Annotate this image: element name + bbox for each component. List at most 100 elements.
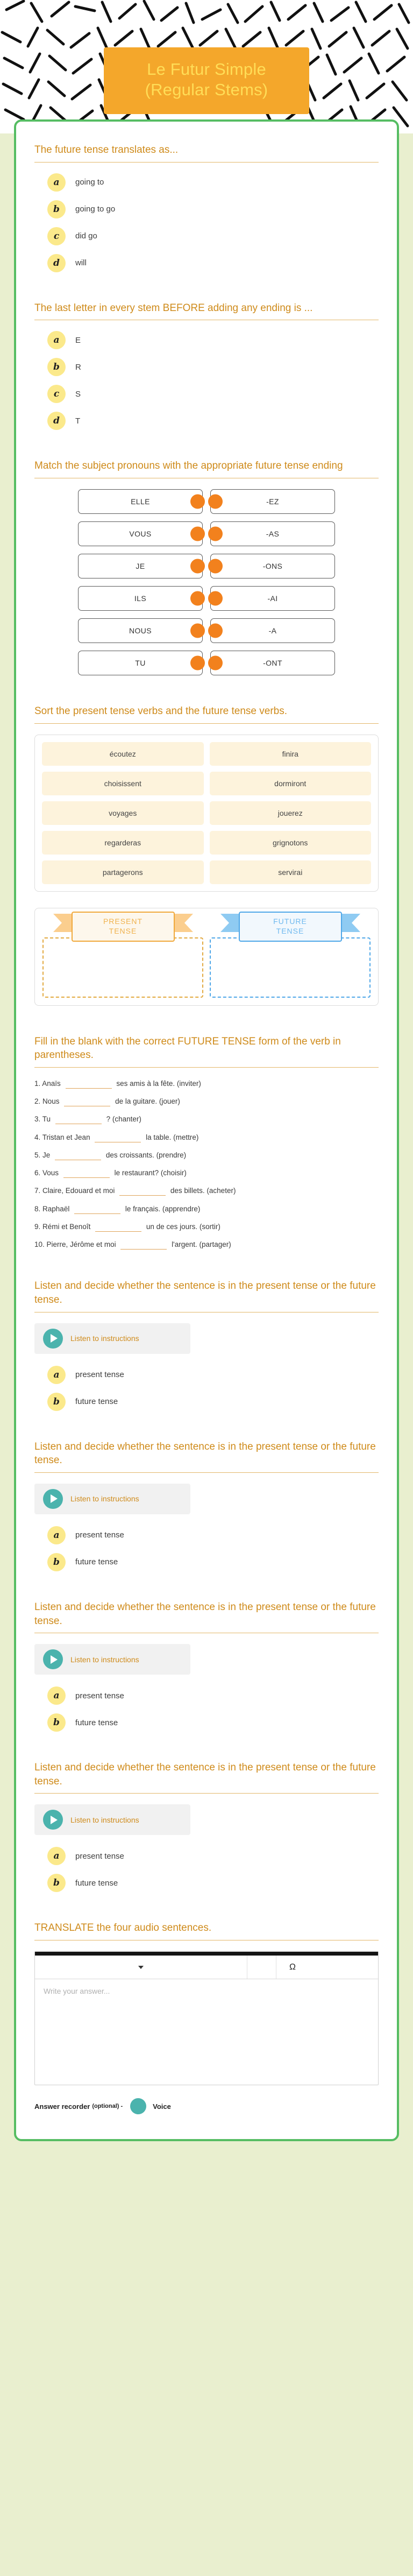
blank-input[interactable] [119, 1188, 166, 1196]
option-letter-bubble[interactable]: b [47, 1552, 66, 1571]
option-row[interactable]: d will [47, 253, 379, 272]
match-connector-knob[interactable] [208, 623, 223, 638]
chevron-down-icon[interactable] [138, 1965, 144, 1969]
item-suffix: des billets. (acheter) [170, 1187, 236, 1195]
blank-input[interactable] [64, 1098, 111, 1107]
match-left-box[interactable]: ELLE [78, 489, 205, 514]
option-row[interactable]: a present tense [47, 1686, 379, 1705]
match-left-box[interactable]: TU [78, 650, 205, 675]
match-left-box[interactable]: JE [78, 553, 205, 578]
sort-tile[interactable]: jouerez [209, 801, 371, 825]
option-letter-bubble[interactable]: a [47, 1686, 66, 1705]
match-right-box[interactable]: -AS [208, 521, 335, 546]
blank-input[interactable] [74, 1206, 121, 1214]
match-left-box[interactable]: VOUS [78, 521, 205, 546]
match-right-box[interactable]: -ONS [208, 553, 335, 578]
sort-tile[interactable]: grignotons [209, 830, 371, 855]
match-connector-knob[interactable] [208, 591, 223, 606]
match-connector-knob[interactable] [190, 494, 205, 509]
match-connector-knob[interactable] [208, 559, 223, 574]
option-letter-bubble[interactable]: c [47, 227, 66, 245]
play-icon[interactable] [43, 1649, 63, 1670]
match-connector-knob[interactable] [208, 494, 223, 509]
sort-tile[interactable]: écoutez [42, 742, 204, 766]
listen-to-instructions-button[interactable]: Listen to instructions [34, 1483, 190, 1514]
sort-tile[interactable]: choisissent [42, 771, 204, 795]
dropzone-present[interactable] [42, 937, 203, 998]
sort-tile[interactable]: dormiront [209, 771, 371, 795]
item-prefix: Tristan et Jean [42, 1133, 90, 1141]
sort-tile[interactable]: finira [209, 742, 371, 766]
question-5-prompt: Fill in the blank with the correct FUTUR… [34, 1035, 341, 1061]
option-letter-bubble[interactable]: d [47, 253, 66, 272]
match-connector-knob[interactable] [190, 591, 205, 606]
match-right-box[interactable]: -ONT [208, 650, 335, 675]
option-row[interactable]: b future tense [47, 1713, 379, 1732]
match-connector-knob[interactable] [190, 655, 205, 671]
blank-input[interactable] [55, 1116, 102, 1125]
option-row[interactable]: b future tense [47, 1552, 379, 1571]
listen-to-instructions-button[interactable]: Listen to instructions [34, 1323, 190, 1354]
match-connector-knob[interactable] [208, 526, 223, 541]
divider [34, 161, 379, 163]
play-icon[interactable] [43, 1810, 63, 1830]
question-block-listen-1: Listen and decide whether the sentence i… [34, 1279, 379, 1411]
blank-input[interactable] [63, 1170, 110, 1178]
option-letter-bubble[interactable]: d [47, 412, 66, 430]
option-row[interactable]: a E [47, 331, 379, 350]
listen-to-instructions-button[interactable]: Listen to instructions [34, 1644, 190, 1675]
option-letter-bubble[interactable]: b [47, 1392, 66, 1411]
option-letter-bubble[interactable]: b [47, 200, 66, 218]
option-row[interactable]: a present tense [47, 1365, 379, 1384]
option-row[interactable]: c S [47, 385, 379, 404]
match-connector-knob[interactable] [208, 655, 223, 671]
sort-tile[interactable]: servirai [209, 860, 371, 884]
option-row[interactable]: a going to [47, 173, 379, 192]
match-right-box[interactable]: -AI [208, 585, 335, 611]
option-letter-bubble[interactable]: c [47, 385, 66, 404]
match-left-box[interactable]: NOUS [78, 618, 205, 643]
match-right-box[interactable]: -A [208, 618, 335, 643]
font-select[interactable] [35, 1956, 247, 1979]
blank-input[interactable] [95, 1134, 141, 1142]
dropzone-future[interactable] [210, 937, 371, 998]
option-letter-bubble[interactable]: b [47, 358, 66, 377]
play-icon[interactable] [43, 1328, 63, 1349]
option-row[interactable]: b future tense [47, 1874, 379, 1893]
option-letter-bubble[interactable]: a [47, 1365, 66, 1384]
option-letter-bubble[interactable]: b [47, 1874, 66, 1893]
match-left-box[interactable]: ILS [78, 585, 205, 611]
match-right-box[interactable]: -EZ [208, 489, 335, 514]
blank-input[interactable] [65, 1081, 112, 1089]
option-row[interactable]: d T [47, 412, 379, 430]
option-letter-bubble[interactable]: a [47, 1847, 66, 1866]
option-letter-bubble[interactable]: a [47, 1526, 66, 1544]
option-letter-bubble[interactable]: a [47, 331, 66, 350]
match-left-label: VOUS [129, 529, 152, 538]
option-letter-bubble[interactable]: b [47, 1713, 66, 1732]
listen-to-instructions-button[interactable]: Listen to instructions [34, 1804, 190, 1836]
option-row[interactable]: b R [47, 358, 379, 377]
blank-input[interactable] [55, 1152, 102, 1160]
microphone-icon[interactable] [130, 2098, 147, 2115]
option-letter-bubble[interactable]: a [47, 173, 66, 192]
option-row[interactable]: b going to go [47, 200, 379, 218]
option-row[interactable]: c did go [47, 227, 379, 245]
special-characters-button[interactable]: Ω [289, 1962, 296, 1972]
option-row[interactable]: b future tense [47, 1392, 379, 1411]
match-connector-knob[interactable] [190, 559, 205, 574]
blank-input[interactable] [120, 1241, 167, 1250]
option-row[interactable]: a present tense [47, 1526, 379, 1544]
sort-tile[interactable]: voyages [42, 801, 204, 825]
item-suffix: des croissants. (prendre) [105, 1151, 187, 1159]
sort-tile[interactable]: partagerons [42, 860, 204, 884]
match-connector-knob[interactable] [190, 623, 205, 638]
option-row[interactable]: a present tense [47, 1847, 379, 1866]
worksheet-title-card: Le Futur Simple (Regular Stems) [104, 47, 309, 114]
blank-input[interactable] [95, 1224, 142, 1232]
sort-tile[interactable]: regarderas [42, 830, 204, 855]
answer-textarea[interactable]: Write your answer... [44, 1987, 110, 1996]
play-icon[interactable] [43, 1488, 63, 1509]
question-block-5: Fill in the blank with the correct FUTUR… [34, 1035, 379, 1251]
match-connector-knob[interactable] [190, 526, 205, 541]
